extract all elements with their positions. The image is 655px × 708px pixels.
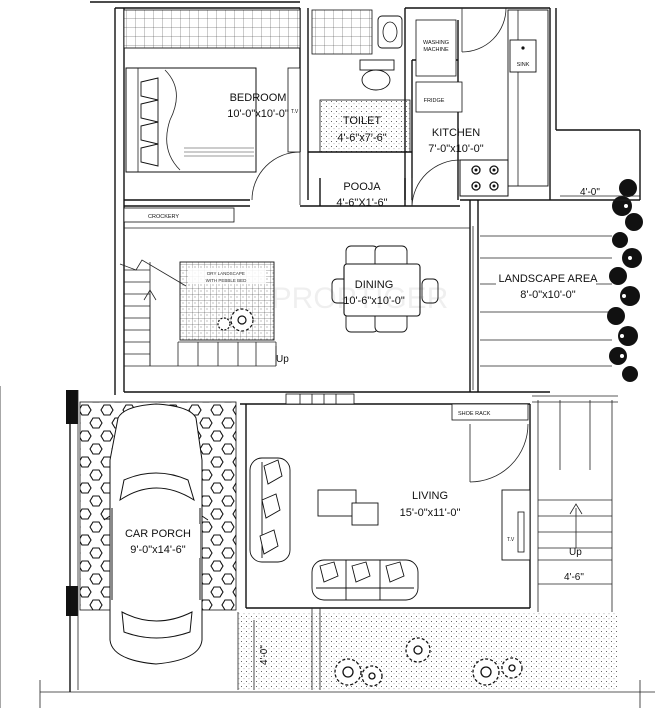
watermark: PROPTIGER [272,282,449,315]
toilet-name: TOILET [343,115,382,127]
shrub-icon [217,308,254,332]
fridge-label: FRIDGE [424,98,445,104]
shoe-rack-label: SHOE RACK [458,411,491,417]
washing-machine [415,19,457,77]
toilet-dim: 4'-6"x7'-6" [337,132,386,144]
side-table [351,502,379,526]
washbasin-icon [377,15,403,49]
living-name: LIVING [412,490,448,502]
crockery-label: CROCKERY [148,214,179,220]
sofa-bottom [311,559,419,601]
up-stairs-label: Up [276,354,289,365]
car-porch: CAR PORCH 9'-0"x14'-6" [0,386,237,708]
landscape-dim: 8'-0"x10'-0" [520,289,576,301]
pooja-dim: 4'-6"X1'-6" [336,197,387,209]
tv-unit-bedroom [287,67,301,153]
bed [125,67,257,173]
gate-post-top [66,390,78,424]
landscape-area: LANDSCAPE AREA 8'-0"x10'-0" 4'-0" [480,179,643,382]
dry-landscape-label-1: DRY LANDSCAPE [207,271,245,276]
sofa-left [249,457,291,563]
crockery-unit [123,207,235,223]
hob-icon [459,159,509,197]
dim-4-0-bottom: 4'-0" [259,645,270,665]
up-entry-label: Up [569,547,582,558]
living-dim: 15'-0"x11'-0" [400,507,461,519]
tv-label-bedroom: T.V [291,109,299,115]
front-garden: 4'-0" [39,608,655,708]
shoe-rack [451,403,529,421]
entry-steps: Up 4'-6" [532,395,618,612]
coffee-table [317,489,357,517]
wc-icon [359,59,395,91]
tree-icon [607,179,643,382]
sink-icon [509,39,537,73]
fridge [415,81,463,113]
landscape-name: LANDSCAPE AREA [498,273,598,285]
dim-4-0-top: 4'-0" [580,187,600,198]
tv-unit-living [501,489,531,561]
dining: CROCKERY Up DRY LANDSCAPE WITH P [119,207,474,390]
dining-table [331,245,439,333]
staircase: Up [119,259,289,367]
bedroom-dim: 10'-0"x10'-0" [227,108,289,120]
garden-shrubs [334,637,523,687]
kitchen-name: KITCHEN [432,127,480,139]
living: SHOE RACK T.V LIVING 15'-0"x11'-0" [240,393,531,609]
dry-landscape-label-2: WITH PEBBLE BED [206,278,248,283]
kitchen-dim: 7'-0"x10'-0" [428,143,484,155]
dining-dim: 10'-6"x10'-0" [343,295,405,307]
kitchen-counter [507,9,549,187]
car-porch-name: CAR PORCH [125,528,191,540]
kitchen: WASHING MACHINE FRIDGE SINK KITCHEN 7'-0… [412,7,549,200]
washing-label-2: MACHINE [423,47,449,53]
wardrobe [123,9,301,49]
tv-label-living: T.V [507,537,515,543]
sink-label: SINK [517,62,530,68]
dining-name: DINING [355,279,394,291]
gate-post-bottom [66,586,78,616]
washing-label-1: WASHING [423,40,449,46]
bedroom: T.V BEDROOM 10'-0"x10'-0" [123,8,309,207]
pooja-name: POOJA [343,181,381,193]
bedroom-name: BEDROOM [230,92,287,104]
dim-4-6-right: 4'-6" [564,572,584,583]
pooja: POOJA 4'-6"X1'-6" [300,159,461,209]
car-porch-dim: 9'-0"x14'-6" [130,544,186,556]
toilet: TOILET 4'-6"x7'-6" [308,8,413,200]
